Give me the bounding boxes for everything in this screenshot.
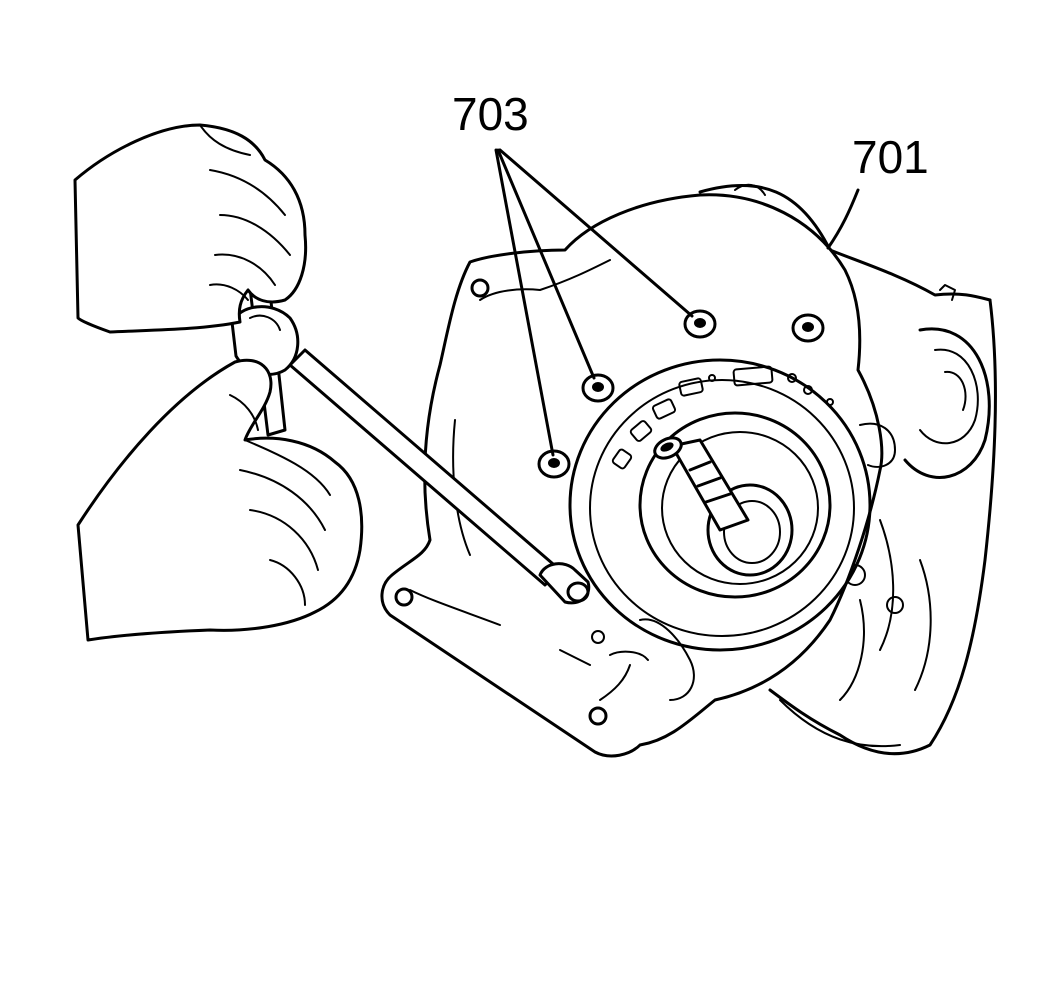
bolts <box>537 309 825 479</box>
t-handle-socket-tool <box>230 265 591 605</box>
bolt-far-right <box>791 313 825 343</box>
transmission-case <box>698 184 997 756</box>
housing-flange <box>380 183 896 758</box>
callout-703-label: 703 <box>452 88 529 140</box>
upper-hand <box>73 123 308 334</box>
leader-lines <box>494 148 860 457</box>
bearing-retainer <box>568 358 872 652</box>
lower-hand <box>76 358 364 642</box>
bolt-top-right <box>683 309 717 339</box>
input-shaft <box>653 436 750 532</box>
bolt-middle <box>581 373 615 403</box>
bolt-lower-left <box>537 449 571 479</box>
callout-701-label: 701 <box>852 131 929 183</box>
